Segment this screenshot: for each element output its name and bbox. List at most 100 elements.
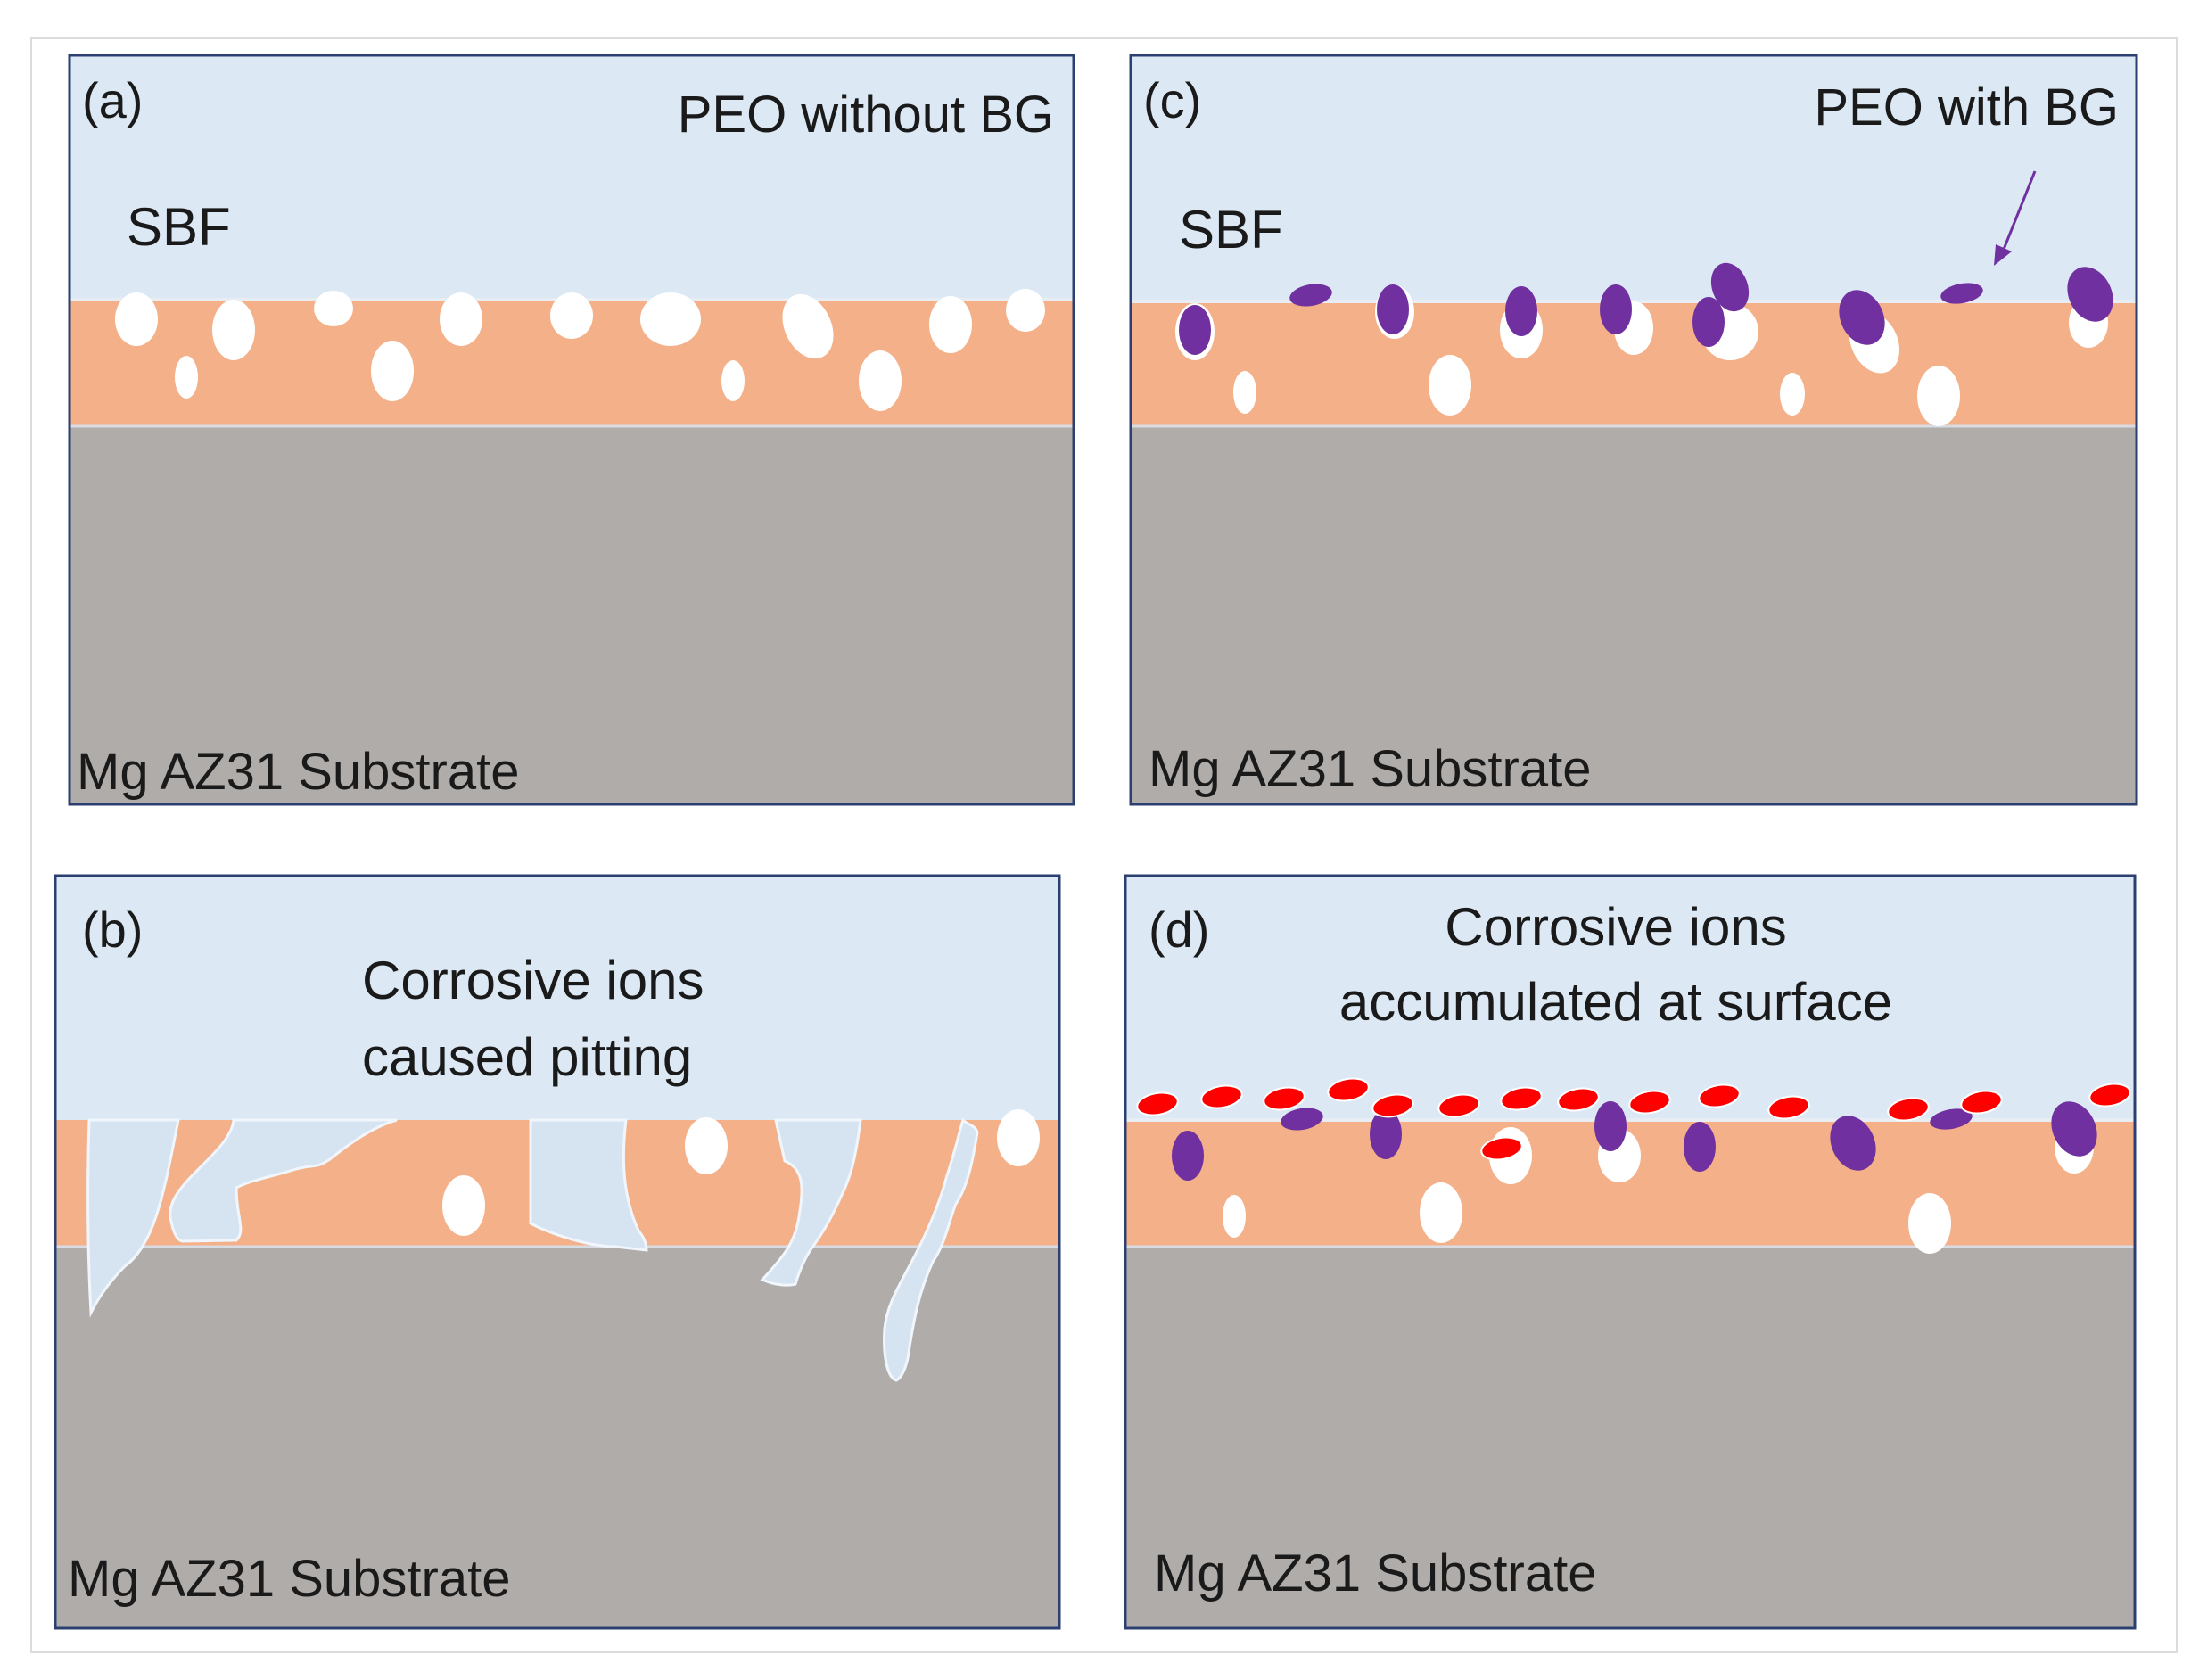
panel-border — [1124, 874, 2137, 1630]
pit — [86, 1118, 180, 1318]
pore — [1420, 1182, 1462, 1243]
sbf-layer — [70, 55, 1074, 300]
panel-tag: (b) — [82, 902, 143, 958]
pore — [1233, 371, 1256, 414]
bg-particle — [1594, 1101, 1627, 1151]
bg-particle — [1370, 1109, 1402, 1159]
ion — [1200, 1084, 1243, 1109]
pore — [1780, 373, 1805, 416]
bg-particle — [1692, 297, 1725, 347]
bg-particles — [1172, 1101, 2097, 1181]
pore — [1429, 355, 1471, 416]
panel-title: PEO with BG — [1814, 78, 2119, 136]
bg-particle — [1600, 284, 1632, 334]
panel-tag: (a) — [82, 72, 143, 128]
pore — [640, 292, 701, 346]
corrosion-pits — [86, 1117, 979, 1382]
bg-particle — [2051, 1101, 2097, 1157]
bg-particle — [1684, 1122, 1716, 1172]
bg-particle — [1281, 1108, 1323, 1131]
panel-tag: (d) — [1149, 902, 1209, 958]
pore — [859, 350, 902, 411]
ion — [1263, 1086, 1305, 1111]
panel-title: PEO without BG — [678, 86, 1054, 144]
pore — [1006, 289, 1045, 332]
ion — [1480, 1136, 1523, 1161]
bg-particle — [1710, 262, 1750, 312]
panel-c: (c) PEO with BG SBF Mg AZ31 Substrate — [1129, 54, 2138, 806]
note-line-1: Corrosive ions — [362, 951, 704, 1010]
bg-particle — [1179, 305, 1211, 355]
pore — [442, 1175, 485, 1236]
corrosive-ions — [1136, 1077, 2131, 1161]
ion — [1500, 1086, 1543, 1111]
pore — [371, 341, 414, 401]
bg-particle — [1940, 283, 1983, 304]
pore — [1908, 1193, 1951, 1254]
panel-border — [54, 874, 1061, 1630]
panel-b: (b) Corrosive ions caused pitting Mg AZ3… — [54, 874, 1061, 1630]
pores — [442, 1109, 1040, 1236]
pore — [175, 356, 198, 399]
bg-particle — [1377, 284, 1409, 334]
pores — [115, 289, 1045, 411]
substrate-layer — [70, 426, 1074, 804]
ion — [1767, 1095, 1810, 1120]
pore — [314, 291, 353, 326]
pore — [997, 1109, 1040, 1166]
ion — [1887, 1097, 1930, 1122]
bg-particle — [1830, 1116, 1876, 1171]
note-line-1: Corrosive ions — [1445, 897, 1786, 957]
ion — [1557, 1087, 1600, 1112]
figure-frame — [30, 37, 2178, 1653]
fluid-label: SBF — [1179, 200, 1283, 259]
substrate-label: Mg AZ31 Substrate — [1149, 740, 1591, 798]
pore — [721, 360, 745, 401]
pit — [169, 1118, 398, 1243]
panel-a: (a) PEO without BG SBF Mg AZ31 Substrate — [68, 54, 1075, 806]
ion — [1698, 1083, 1741, 1108]
ion — [1437, 1093, 1480, 1118]
pore — [212, 300, 255, 360]
pore — [550, 292, 593, 339]
bg-particle — [1289, 284, 1332, 307]
panel-d: (d) Corrosive ions accumulated at surfac… — [1124, 874, 2137, 1630]
ion — [1136, 1091, 1179, 1116]
pit — [883, 1117, 979, 1382]
pit — [760, 1118, 862, 1287]
pore — [929, 296, 972, 353]
pore — [115, 292, 158, 346]
ion — [1371, 1093, 1414, 1118]
panel-border — [1129, 54, 2138, 806]
fluid-label: SBF — [127, 197, 231, 257]
substrate-layer — [1131, 426, 2137, 804]
ion — [1327, 1077, 1370, 1102]
bg-pointer-arrow — [1994, 170, 2037, 266]
note-line-2: caused pitting — [362, 1027, 692, 1087]
ion — [1628, 1090, 1671, 1115]
substrate-label: Mg AZ31 Substrate — [1154, 1544, 1596, 1602]
bg-particle — [2067, 267, 2113, 322]
pore — [440, 292, 482, 346]
ion — [1960, 1090, 2003, 1115]
bg-particles — [1179, 262, 2113, 355]
sbf-layer — [1125, 876, 2135, 1120]
ion — [2088, 1083, 2131, 1108]
pore — [782, 293, 834, 359]
pore — [685, 1117, 728, 1174]
note-line-2: accumulated at surface — [1339, 972, 1892, 1032]
panel-border — [68, 54, 1075, 806]
pit — [529, 1118, 648, 1252]
panel-tag: (c) — [1143, 72, 1201, 128]
bg-particle — [1172, 1131, 1204, 1181]
bg-particle — [1505, 286, 1537, 336]
bg-particle — [1930, 1108, 1973, 1130]
pore — [1917, 366, 1960, 426]
substrate-layer — [1125, 1247, 2135, 1628]
substrate-label: Mg AZ31 Substrate — [77, 743, 519, 801]
pore — [1223, 1195, 1246, 1238]
substrate-label: Mg AZ31 Substrate — [68, 1550, 510, 1608]
sbf-layer — [1131, 55, 2137, 301]
sbf-layer — [55, 876, 1059, 1120]
